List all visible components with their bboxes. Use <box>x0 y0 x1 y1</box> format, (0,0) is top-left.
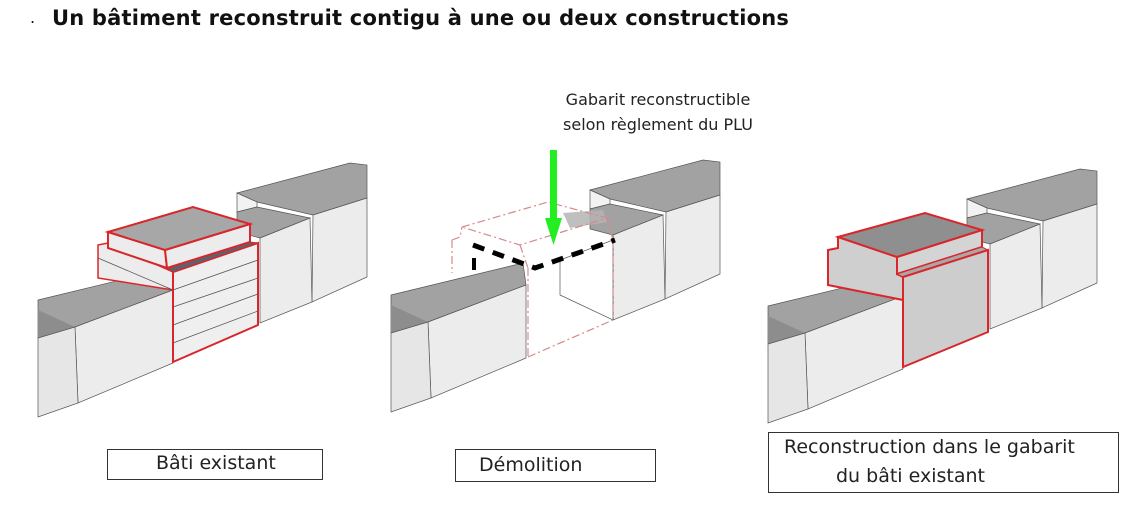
label-reconstruction-line-1: Reconstruction dans le gabarit <box>784 436 1075 458</box>
reconstructed-building-highlight <box>827 211 990 369</box>
label-demolition-text: Démolition <box>479 454 583 476</box>
annotation-text: Gabarit reconstructible selon règlement … <box>548 90 768 134</box>
demolished-outline <box>451 201 614 358</box>
label-reconstruction: Reconstruction dans le gabarit du bâti e… <box>768 432 1119 493</box>
page-title: Un bâtiment reconstruit contigu à une ou… <box>52 6 790 30</box>
bullet: . <box>30 8 36 27</box>
panel-demolition <box>390 150 721 413</box>
down-arrow-icon <box>545 150 562 245</box>
demolition-line <box>472 237 616 271</box>
panel-reconstruction <box>767 168 1098 424</box>
label-existing: Bâti existant <box>107 449 323 480</box>
label-reconstruction-line-2: du bâti existant <box>836 465 985 487</box>
panel-existing-building <box>37 162 368 418</box>
annotation-line-1: Gabarit reconstructible <box>565 90 751 109</box>
annotation-line-2: selon règlement du PLU <box>563 115 753 134</box>
label-demolition: Démolition <box>455 449 656 482</box>
existing-building-highlight <box>97 205 259 364</box>
label-existing-text: Bâti existant <box>156 452 276 474</box>
